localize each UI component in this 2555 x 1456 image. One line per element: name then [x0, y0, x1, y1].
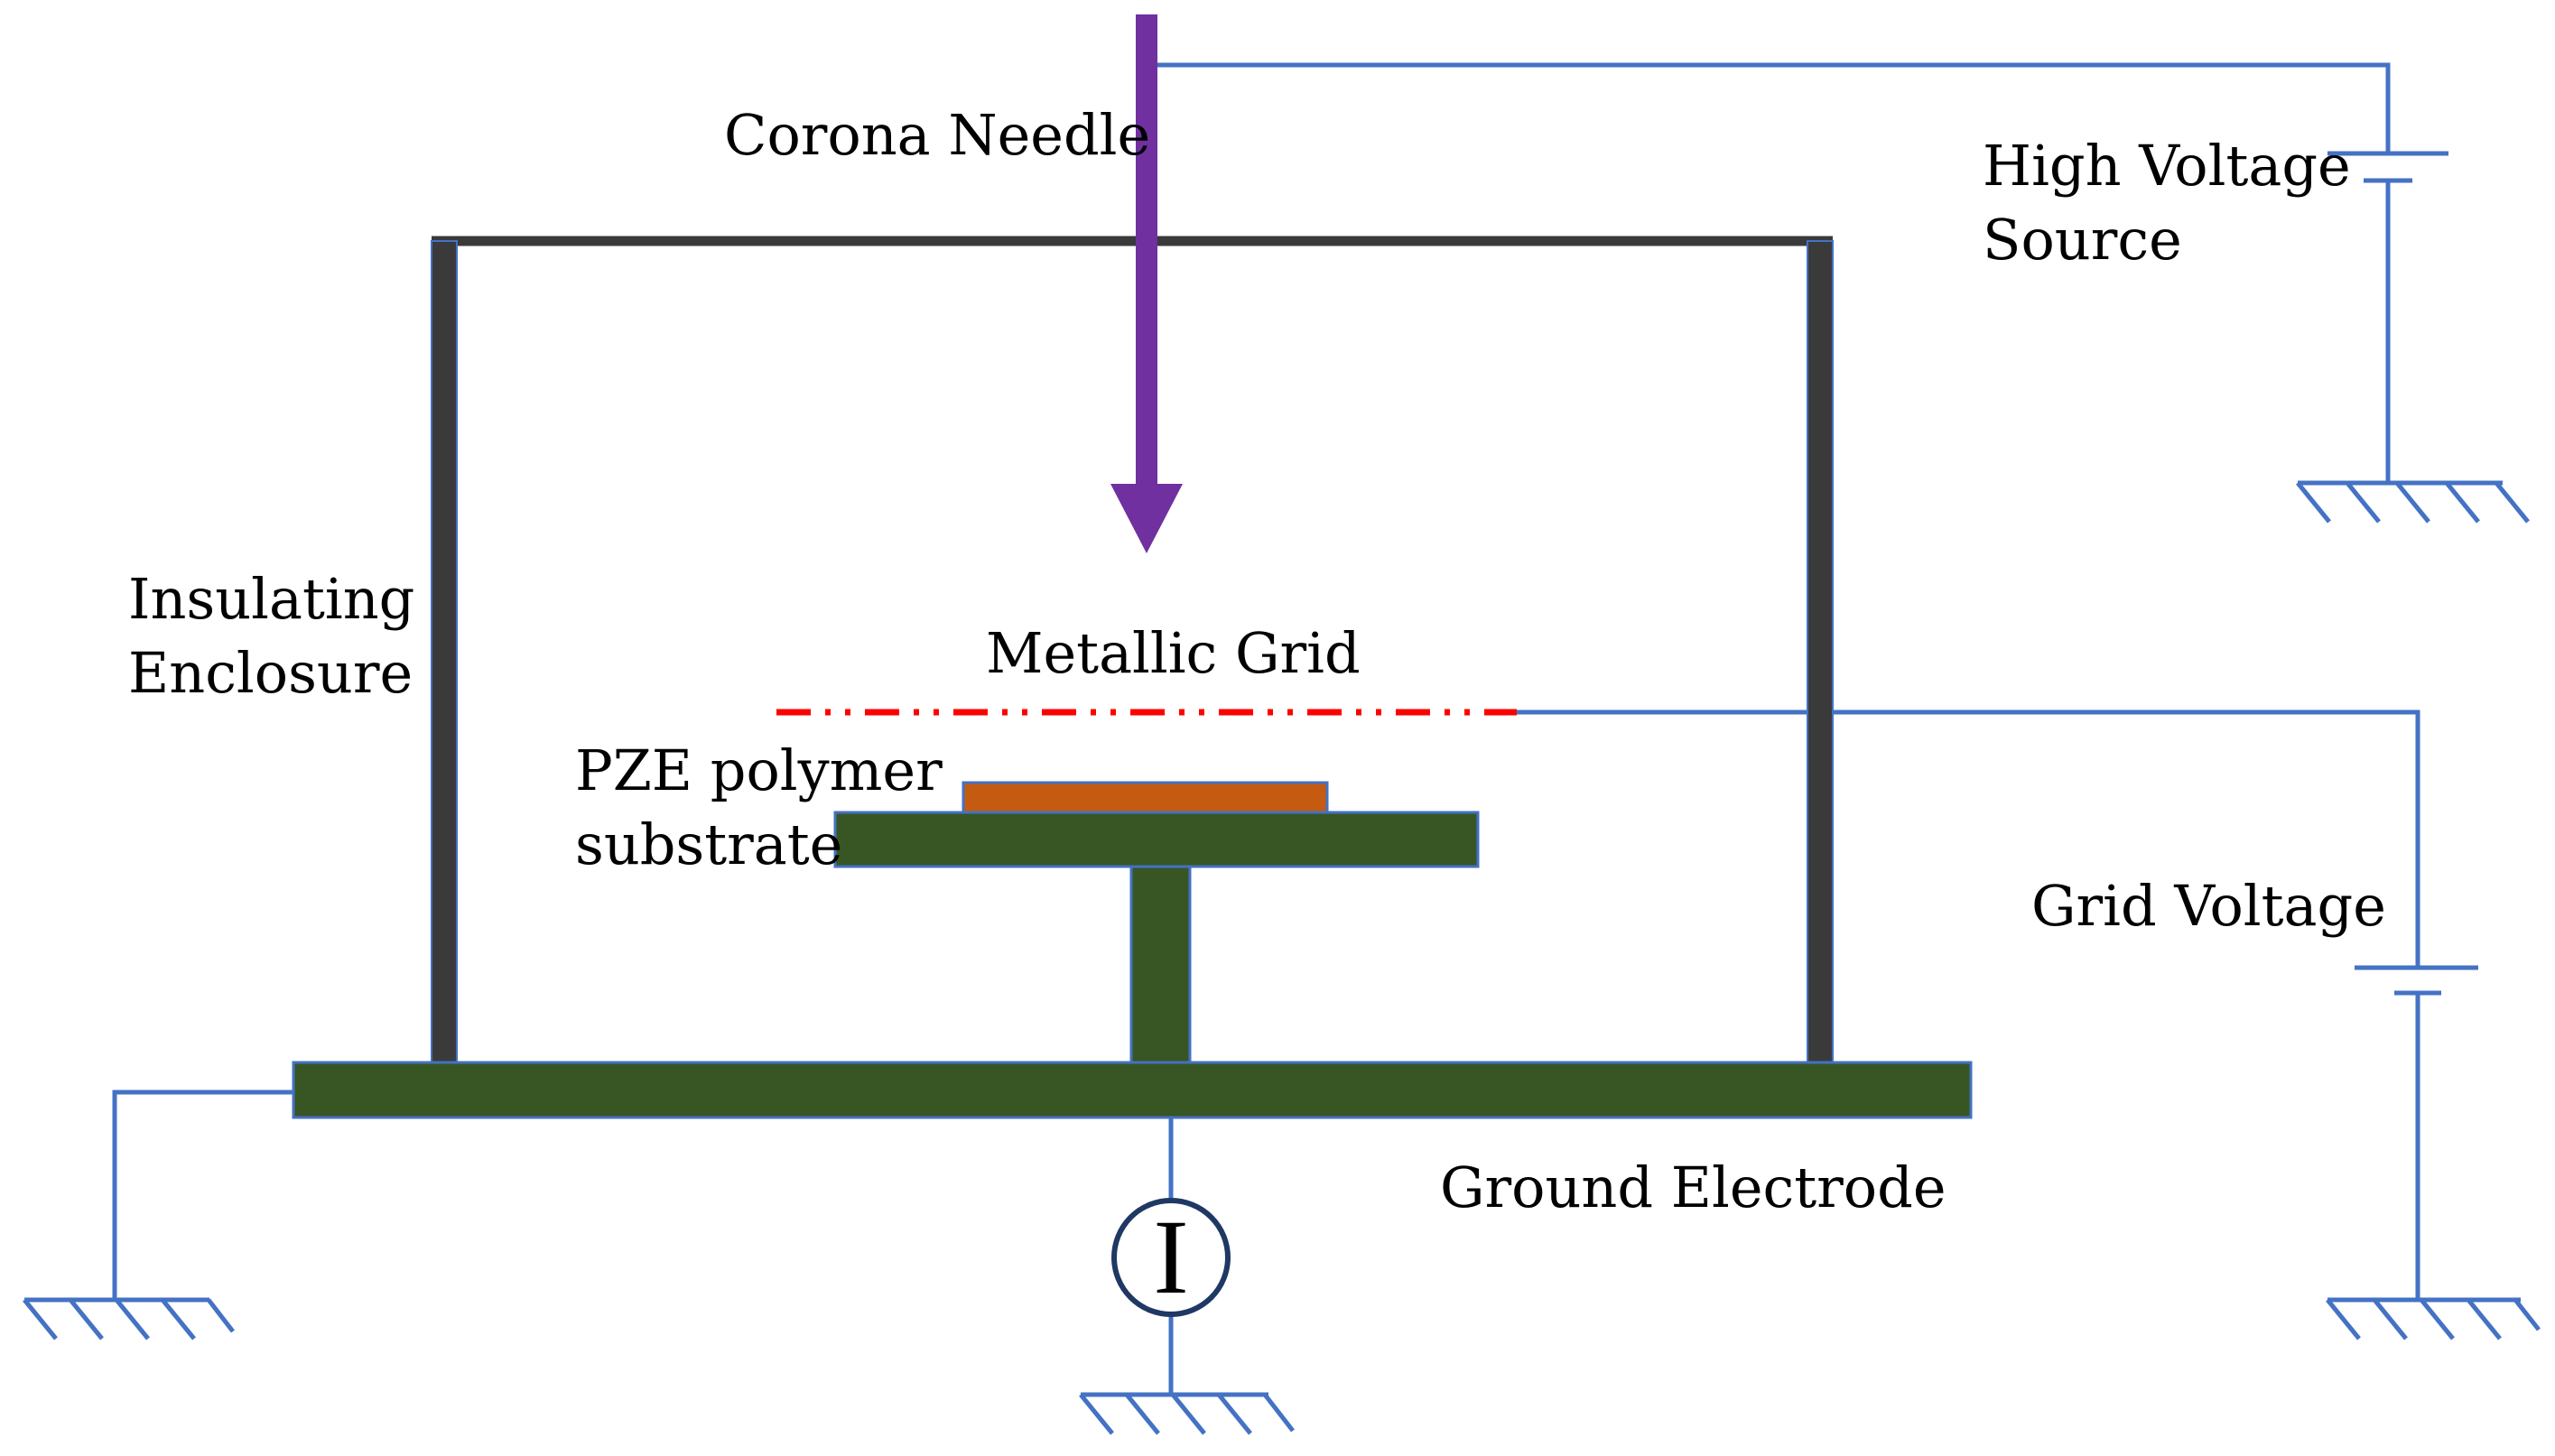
label-ground-electrode: Ground Electrode: [1440, 1155, 1946, 1220]
label-metallic-grid: Metallic Grid: [986, 620, 1361, 686]
arrow-down-icon: [1110, 484, 1183, 553]
battery-symbol-hv: [2327, 151, 2448, 183]
ammeter-label: I: [1153, 1198, 1188, 1316]
battery-symbol-grid: [2355, 965, 2478, 996]
label-insulating-line1: Insulating: [128, 566, 414, 632]
ground-symbol-left: [23, 1297, 235, 1340]
ground-electrode: [292, 1061, 1973, 1119]
needle-shaft: [1136, 14, 1157, 486]
label-grid-voltage: Grid Voltage: [2031, 873, 2386, 939]
ammeter-symbol: I: [1111, 1198, 1231, 1317]
ground-symbol-ammeter: [1079, 1392, 1295, 1435]
label-insulating-line2: Enclosure: [128, 640, 413, 706]
wire-needle-to-hv: [1148, 62, 2391, 153]
enclosure-right-wall: [1807, 240, 1834, 1063]
label-corona-needle: Corona Needle: [724, 102, 1150, 168]
label-high-voltage-line2: Source: [1983, 207, 2182, 273]
pze-polymer-film: [962, 781, 1329, 814]
label-pze-line1: PZE polymer: [575, 737, 943, 803]
ground-symbol-hv: [2296, 480, 2530, 524]
enclosure-left-wall: [431, 240, 458, 1063]
label-pze-line2: substrate: [575, 811, 842, 877]
ground-symbol-grid: [2326, 1297, 2541, 1340]
label-high-voltage-line1: High Voltage: [1983, 133, 2351, 199]
corona-needle: [1110, 14, 1183, 553]
wire-electrode-left-ground: [112, 1090, 293, 1300]
substrate-plate: [833, 811, 1480, 868]
stage-post: [1129, 865, 1192, 1064]
